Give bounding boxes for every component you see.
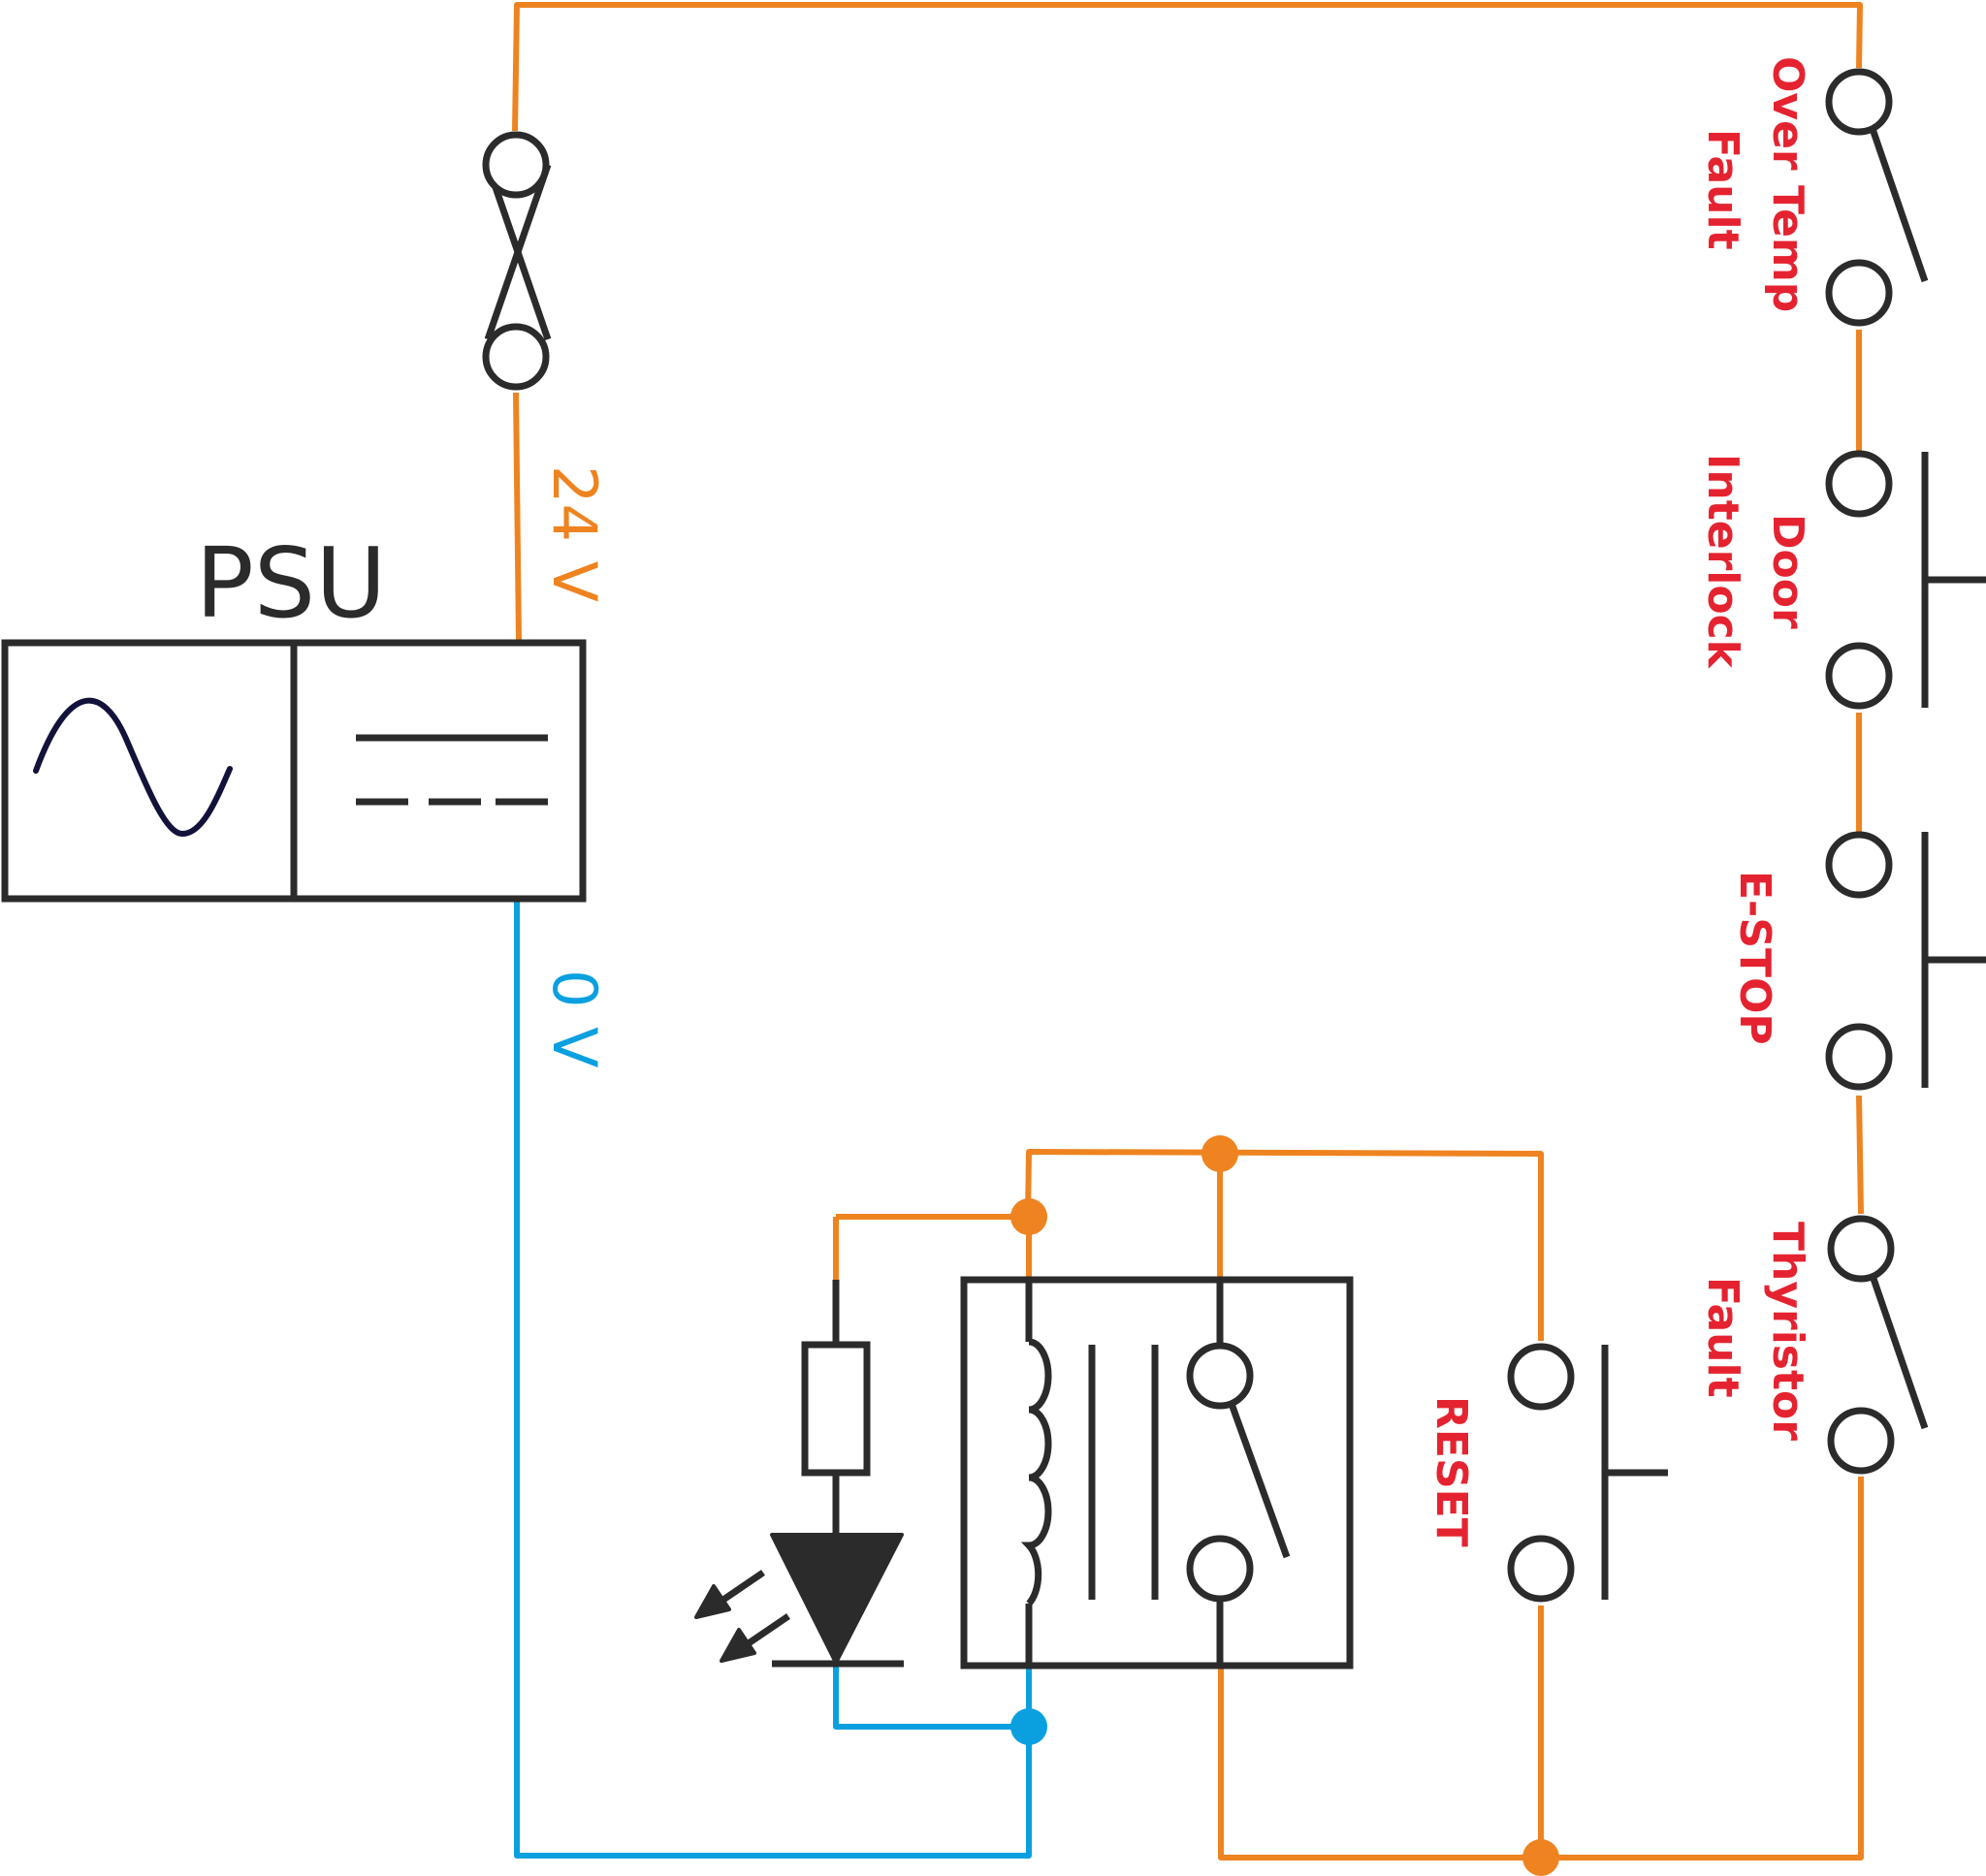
psu-block: PSU [1,526,587,903]
interlock-label-thyristor-line2: Fault [1698,1277,1747,1398]
wires [512,2,1864,1860]
relay-box [960,1276,1354,1669]
wire-24v-to-fuse [513,392,522,641]
interlock-label-over-temp-line2: Fault [1698,129,1747,250]
interlock-label-door-line2: Interlock [1698,454,1747,670]
interlock-label-door-line1: Door [1763,514,1812,629]
junction-dot-icon [1522,1839,1559,1876]
junction-dot-icon [1201,1135,1238,1172]
dc-symbol-icon [356,734,548,806]
wire-estop-to-thyristor [1856,1095,1864,1215]
led-icon [694,1533,904,1668]
junction-dots [1010,1135,1559,1876]
rail-label-24v: 24 V [539,465,610,602]
fuse-icon [482,131,552,391]
ac-sine-icon [33,697,233,838]
led-indicator [694,1280,904,1668]
reset-button [1507,1343,1668,1603]
psu-title: PSU [196,526,387,640]
relay-block [960,1276,1354,1669]
rail-label-0v: 0 V [539,970,610,1068]
relay-contact-icon [1186,1280,1291,1666]
junction-dot-icon [1010,1708,1047,1745]
wire-led-to-0v [833,1666,1029,1730]
e-stop-button [1825,831,1986,1091]
interlock-label-over-temp-line1: Over Temp [1763,56,1812,312]
resistor-icon [801,1341,871,1477]
door-interlock-button [1825,450,1986,710]
over-temp-fault-contact [1825,68,1929,327]
interlock-label-e-stop: E-STOP [1730,871,1779,1045]
junction-dot-icon [1010,1198,1047,1235]
reset-label: RESET [1426,1396,1476,1547]
wire-reset-top [1025,1149,1544,1341]
relay-coil-icon [1020,1280,1159,1666]
wire-fuse-to-top-rail [512,2,1863,132]
wire-0v-return [514,899,1032,1859]
thyristor-fault-contact [1827,1215,1929,1475]
interlock-label-thyristor-line1: Thyristor [1763,1222,1812,1441]
